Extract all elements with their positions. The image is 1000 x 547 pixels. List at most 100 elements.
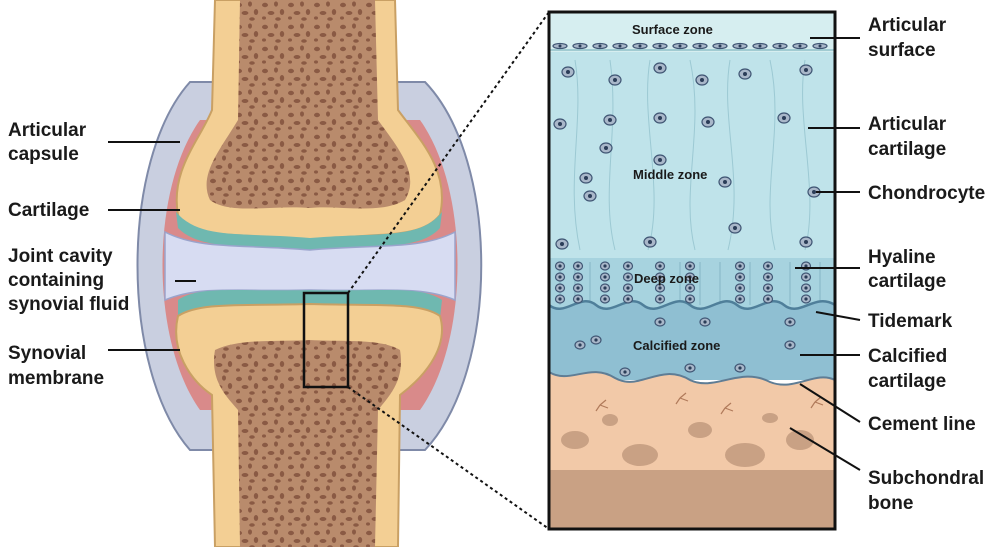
middle-zone-cell-nucleus <box>706 120 710 124</box>
middle-zone-region <box>549 12 835 260</box>
tibia-spongy-bone <box>214 340 401 547</box>
middle-zone-cell-nucleus <box>804 68 808 72</box>
calcified-zone-region <box>549 301 835 380</box>
label-cartilage: Cartilage <box>8 200 89 221</box>
label-tidemark: Tidemark <box>868 311 953 332</box>
deep-zone-cell-nucleus <box>576 297 580 301</box>
zone-label-calcified: Calcified zone <box>633 338 720 353</box>
deep-zone-cell-nucleus <box>658 275 662 279</box>
deep-zone-cell-nucleus <box>688 286 692 290</box>
calcified-zone-cell-nucleus <box>594 338 598 342</box>
middle-zone-cell-nucleus <box>558 122 562 126</box>
middle-zone-cell-nucleus <box>613 78 617 82</box>
deep-zone-cell-nucleus <box>766 264 770 268</box>
deep-zone-cell-nucleus <box>603 275 607 279</box>
deep-zone-cell-nucleus <box>626 286 630 290</box>
zoom-panel-border <box>547 10 837 531</box>
middle-zone-cell-nucleus <box>782 116 786 120</box>
calcified-zone-cell-nucleus <box>703 320 707 324</box>
label-articular-cartilage-1: Articular <box>868 114 947 135</box>
tidemark-line <box>549 300 835 310</box>
deep-zone-cell-nucleus <box>558 286 562 290</box>
femur-cartilage <box>176 212 442 250</box>
deep-zone-cell-nucleus <box>603 286 607 290</box>
label-synovial-membrane-2: membrane <box>8 368 104 389</box>
deep-zone-cell-nucleus <box>738 275 742 279</box>
label-synovial-membrane-1: Synovial <box>8 343 86 364</box>
middle-zone-cell-nucleus <box>700 78 704 82</box>
surface-cell-nucleus <box>658 44 662 48</box>
label-articular-capsule-1: Articular <box>8 120 87 141</box>
middle-zone-cell-nucleus <box>812 190 816 194</box>
deep-zone-cell-nucleus <box>558 264 562 268</box>
deep-zone-cell-nucleus <box>804 264 808 268</box>
label-articular-capsule-2: capsule <box>8 144 79 165</box>
right-labels: Articular surface Articular cartilage Ch… <box>868 15 985 514</box>
label-chondrocyte: Chondrocyte <box>868 183 985 204</box>
middle-zone-cell-nucleus <box>560 242 564 246</box>
zone-label-surface: Surface zone <box>632 22 713 37</box>
zoom-box <box>302 291 350 389</box>
middle-zone-cell-nucleus <box>743 72 747 76</box>
surface-cell-nucleus <box>818 44 822 48</box>
deep-zone-cell-nucleus <box>558 297 562 301</box>
deep-zone-cell-nucleus <box>766 275 770 279</box>
middle-zone-cell-nucleus <box>658 116 662 120</box>
label-subchondral-bone-1: Subchondral <box>868 468 984 489</box>
surface-cell-nucleus <box>578 44 582 48</box>
right-leaders <box>789 37 861 471</box>
left-leaders <box>108 141 196 351</box>
label-hyaline-cartilage-1: Hyaline <box>868 247 936 268</box>
zoom-line-bottom <box>347 386 550 530</box>
deep-zone-cell-nucleus <box>738 297 742 301</box>
middle-zone-cell-nucleus <box>658 66 662 70</box>
surface-cell-nucleus <box>598 44 602 48</box>
deep-zone-cell-nucleus <box>688 297 692 301</box>
surface-cell-nucleus <box>738 44 742 48</box>
deep-zone-cell-nucleus <box>738 286 742 290</box>
label-subchondral-bone-2: bone <box>868 493 913 514</box>
deep-zone-cell-nucleus <box>804 286 808 290</box>
middle-zone-cell-nucleus <box>584 176 588 180</box>
deep-zone-cell-nucleus <box>658 264 662 268</box>
cartilage-zoom-panel <box>549 12 835 529</box>
deep-zone-cell-nucleus <box>576 264 580 268</box>
label-articular-cartilage-2: cartilage <box>868 139 946 160</box>
deep-bone-region <box>549 470 835 529</box>
deep-zone-cell-nucleus <box>688 275 692 279</box>
left-labels: Articular capsule Cartilage Joint cavity… <box>8 120 129 389</box>
deep-zone-cell-nucleus <box>804 297 808 301</box>
deep-zone-cell-nucleus <box>626 264 630 268</box>
middle-zone-cell-nucleus <box>804 240 808 244</box>
zone-label-middle: Middle zone <box>633 167 707 182</box>
surface-cell-nucleus <box>618 44 622 48</box>
deep-zone-cell-nucleus <box>658 286 662 290</box>
middle-zone-cell-nucleus <box>648 240 652 244</box>
calcified-zone-cell-nucleus <box>738 366 742 370</box>
calcified-zone-cell-nucleus <box>788 320 792 324</box>
surface-cell-nucleus <box>698 44 702 48</box>
label-cement-line: Cement line <box>868 414 976 435</box>
deep-zone-cell-nucleus <box>603 297 607 301</box>
cement-line <box>549 371 835 386</box>
middle-zone-cell-nucleus <box>566 70 570 74</box>
deep-zone-cell-nucleus <box>626 297 630 301</box>
deep-zone-cell-nucleus <box>804 275 808 279</box>
middle-zone-cell-nucleus <box>723 180 727 184</box>
calcified-zone-cell-nucleus <box>578 343 582 347</box>
calcified-zone-cell-nucleus <box>658 320 662 324</box>
deep-zone-cell-nucleus <box>626 275 630 279</box>
label-hyaline-cartilage-2: cartilage <box>868 271 946 292</box>
middle-zone-cell-nucleus <box>588 194 592 198</box>
surface-cell-nucleus <box>718 44 722 48</box>
label-articular-surface-1: Articular <box>868 15 947 36</box>
middle-zone-cell-nucleus <box>658 158 662 162</box>
surface-cell-nucleus <box>798 44 802 48</box>
label-joint-cavity-2: containing <box>8 270 104 291</box>
surface-cell-nucleus <box>678 44 682 48</box>
deep-zone-cell-nucleus <box>738 264 742 268</box>
joint-illustration <box>136 0 550 547</box>
deep-zone-cell-nucleus <box>603 264 607 268</box>
deep-zone-cell-nucleus <box>688 264 692 268</box>
